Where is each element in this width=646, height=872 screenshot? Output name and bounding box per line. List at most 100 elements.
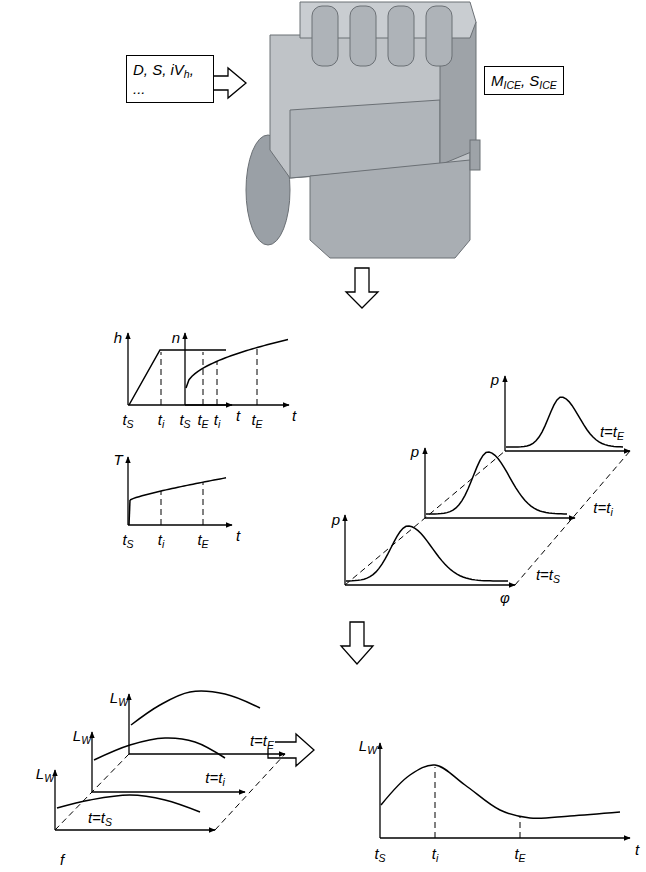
text-run: t (179, 411, 183, 428)
subscript: S (105, 816, 112, 828)
text-run: t (236, 527, 240, 544)
axis-label: n (172, 330, 180, 346)
text-run: L (359, 737, 367, 754)
text-run: t=t (600, 423, 617, 440)
intake-runner (350, 6, 376, 66)
x-axis (345, 584, 515, 585)
y-axis (91, 732, 92, 792)
axis-label: ti (432, 846, 439, 862)
axis-label: tS (122, 412, 133, 428)
block-arrow (341, 622, 373, 664)
subscript: E (267, 739, 274, 751)
intake-runner (388, 6, 414, 66)
text-run: , S (521, 72, 539, 89)
subscript: ICE (504, 79, 522, 91)
curve (94, 738, 225, 760)
curve (426, 452, 567, 514)
subscript: S (127, 538, 134, 550)
axis-label: p (332, 512, 340, 528)
axis-label: tS (122, 532, 133, 548)
y-axis (54, 770, 55, 830)
text-run: t (197, 411, 201, 428)
subscript: S (379, 852, 386, 864)
dashed-guide (203, 482, 204, 525)
text-run: t (214, 411, 218, 428)
axis-label: t=tS (535, 567, 561, 583)
axis-label: t=tS (87, 810, 113, 826)
subscript: h (184, 68, 190, 80)
text-run: t (158, 531, 162, 548)
subscript: i (610, 506, 612, 518)
text-run: t=t (250, 732, 267, 749)
dashed-guide (217, 361, 218, 405)
text-run: p (411, 443, 419, 460)
curve (129, 350, 226, 405)
parameter-text: MICE, SICE (491, 71, 557, 90)
axis-label: f (60, 852, 64, 868)
text-run: φ (500, 589, 510, 606)
oil-pan (310, 160, 470, 258)
axis-label: p (491, 372, 499, 388)
subscript: E (202, 418, 209, 430)
parameter-box: D, S, iVh, ... (126, 55, 214, 103)
plots (55, 333, 630, 838)
axis-label: t (635, 842, 639, 858)
text-run: t=t (205, 769, 222, 786)
dashed-guide (257, 348, 258, 405)
text-run: t (432, 845, 436, 862)
dashed-guide (161, 352, 162, 405)
text-run: L (110, 689, 118, 706)
subscript: E (519, 852, 526, 864)
curve (506, 397, 623, 447)
axis-label: LW (73, 728, 91, 744)
axis-label: φ (500, 590, 510, 606)
subscript: S (184, 418, 191, 430)
text-run: t (635, 841, 639, 858)
x-axis (185, 404, 289, 405)
subscript: W (367, 744, 377, 756)
text-run: T (113, 451, 122, 468)
y-axis (424, 448, 425, 518)
axis-label: tE (197, 412, 208, 428)
subscript: E (256, 418, 263, 430)
axis-label: ti (158, 532, 165, 548)
text-run: t (292, 407, 296, 424)
y-axis (127, 333, 128, 405)
subscript: ICE (539, 79, 557, 91)
axis-label: t (292, 408, 296, 424)
y-axis (344, 515, 345, 585)
text-run: L (73, 727, 81, 744)
axis-label: T (113, 452, 122, 468)
axis-label: tE (197, 532, 208, 548)
text-run: p (332, 511, 340, 528)
parameter-text: D, S, iVh, ... (133, 60, 207, 98)
subscript: E (202, 538, 209, 550)
subscript: i (162, 418, 164, 430)
text-run: t (158, 411, 162, 428)
text-run: t (236, 407, 240, 424)
subscript: W (44, 772, 54, 784)
axis-label: tS (374, 846, 385, 862)
curve (381, 765, 620, 818)
axis-label: t=ti (592, 500, 613, 516)
engine-illustration (246, 2, 480, 258)
text-run: M (491, 72, 504, 89)
text-run: t (122, 411, 126, 428)
y-axis (504, 376, 505, 451)
axis-label: ti (158, 412, 165, 428)
axis-label: ti (214, 412, 221, 428)
dashed-guide (203, 352, 204, 405)
subscript: W (118, 696, 128, 708)
axis-label: tS (179, 412, 190, 428)
text-run: t=t (536, 566, 553, 583)
curve (129, 500, 130, 525)
x-axis (425, 517, 575, 518)
curve (57, 795, 200, 812)
text-run: n (172, 329, 180, 346)
axis-label: h (114, 330, 122, 346)
dashed-guide (161, 491, 162, 525)
subscript: S (553, 573, 560, 585)
subscript: i (162, 538, 164, 550)
